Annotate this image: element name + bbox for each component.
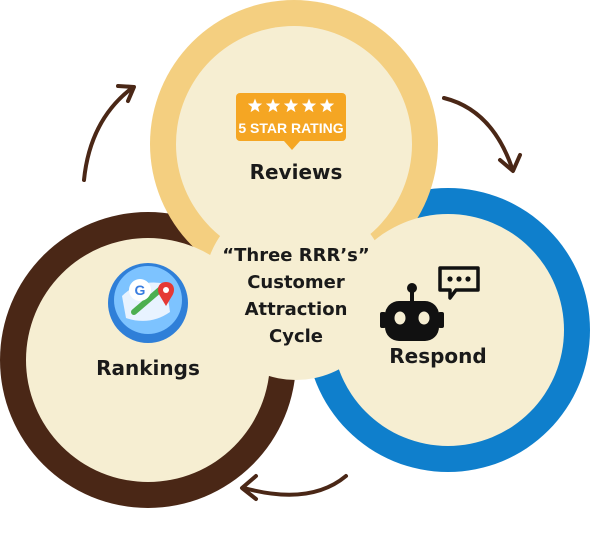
arrow-to-respond	[442, 96, 514, 170]
star-icon	[265, 98, 281, 113]
reviews-label: Reviews	[249, 160, 343, 184]
center-title-line: Customer	[247, 272, 345, 293]
center-title-line: Attraction	[244, 299, 348, 320]
center-disc	[204, 196, 388, 380]
star-icon	[301, 98, 317, 113]
respond-inner	[332, 214, 564, 446]
respond-label: Respond	[389, 344, 487, 368]
maps-pin-icon: G	[108, 263, 188, 343]
rankings-label: Rankings	[96, 356, 200, 380]
center-title-line: Cycle	[269, 326, 323, 347]
maps-letter: G	[135, 282, 146, 298]
badge-text: 5 STAR RATING	[238, 120, 343, 136]
center-title: “Three RRR’s” Customer Attraction Cycle	[196, 242, 396, 350]
arrow-to-rankings	[242, 474, 348, 497]
robot-chat-icon	[380, 266, 480, 341]
five-star-badge: 5 STAR RATING	[236, 93, 346, 150]
star-icon	[283, 98, 299, 113]
arrow-to-respond-head	[498, 153, 522, 173]
arrow-to-reviews-head	[116, 84, 136, 103]
rating-stars	[247, 98, 335, 113]
center-title-line: “Three RRR’s”	[222, 245, 370, 266]
star-icon	[247, 98, 263, 113]
arrow-to-reviews	[82, 86, 134, 182]
arrow-to-rankings-head	[240, 474, 258, 501]
star-icon	[319, 98, 335, 113]
